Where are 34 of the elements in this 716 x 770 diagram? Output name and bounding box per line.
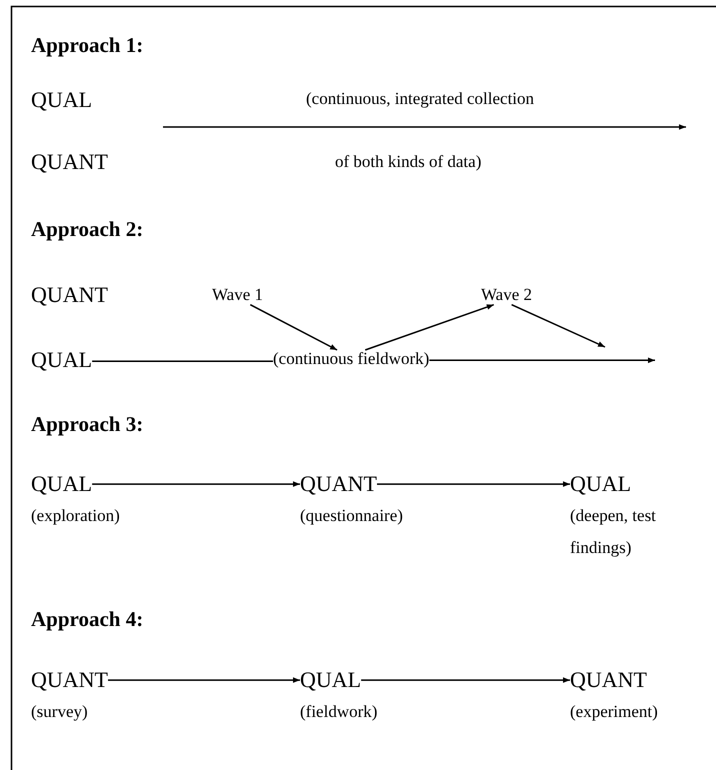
row-label: QUANT [31,150,108,174]
method-note: (deepen, test findings) [570,505,657,560]
method-label: QUAL [570,472,632,496]
method-note: (fieldwork) [300,701,378,723]
stage-label: (continuous fieldwork) [273,350,430,369]
row-label: QUAL [31,88,92,112]
arrow [511,304,606,348]
method-label: QUAL [300,668,362,692]
method-label: QUANT [570,668,647,692]
section-heading: Approach 3: [31,413,144,436]
section-heading: Approach 1: [31,34,144,58]
arrow [250,304,338,351]
stage-label: Wave 1 [212,286,264,305]
annotation-text: (continuous, integrated collection [306,90,534,109]
arrow [364,304,494,351]
annotation-text: of both kinds of data) [335,153,482,172]
section-heading: Approach 2: [31,218,144,242]
method-note: (questionnaire) [300,505,404,527]
method-label: QUANT [31,668,108,692]
section-heading: Approach 4: [31,608,144,632]
method-label: QUANT [300,472,377,496]
arrow [377,481,570,487]
method-note: (exploration) [31,505,121,527]
arrow [108,677,300,683]
arrow [361,677,570,683]
arrow [429,357,655,364]
connector-line [92,360,273,362]
stage-label: Wave 2 [481,286,532,305]
row-label: QUAL [31,348,92,372]
method-note: (experiment) [570,701,659,723]
row-label: QUANT [31,283,108,308]
method-label: QUAL [31,472,92,496]
arrow [92,481,300,487]
method-note: (survey) [31,701,89,723]
